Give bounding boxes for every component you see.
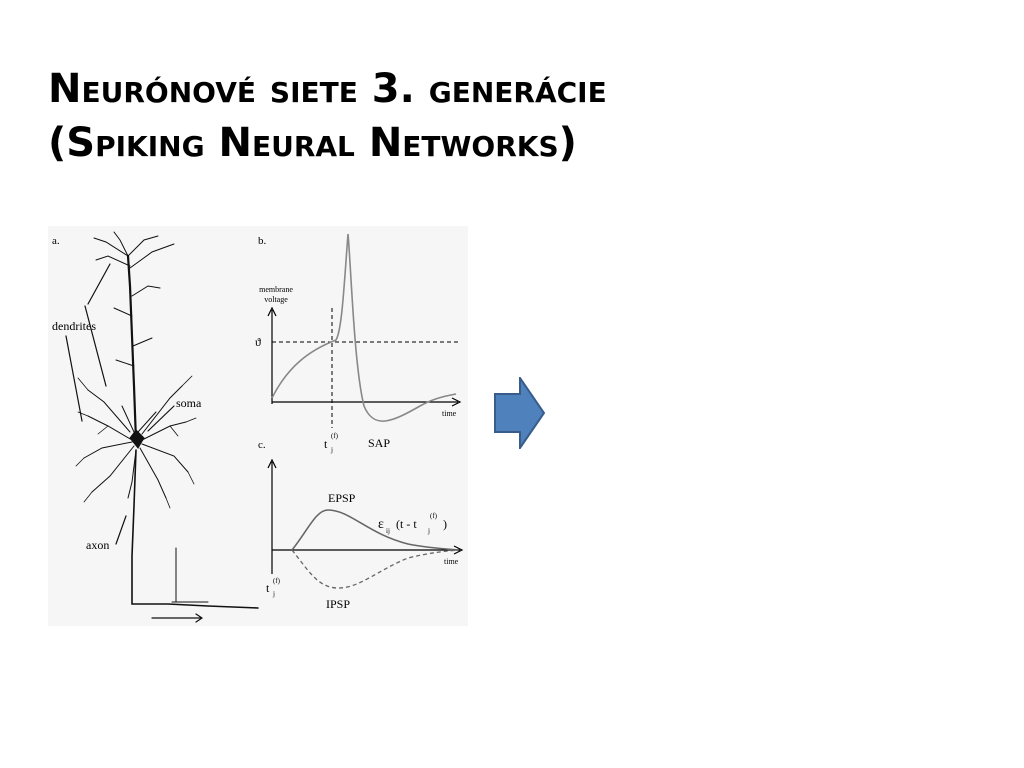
axis-y-b-arrow xyxy=(267,306,277,317)
epsp-curve xyxy=(291,509,459,551)
spike-time-c: t xyxy=(266,581,270,595)
kernel-sub-j: j xyxy=(427,527,430,535)
panel-a-label: a. xyxy=(52,235,60,247)
panel-b-label: b. xyxy=(258,235,267,247)
action-potential-curve xyxy=(271,233,457,422)
axis-y-c-arrow xyxy=(267,458,277,469)
kernel-sup-f: (f) xyxy=(430,512,438,520)
kernel-epsilon: ε xyxy=(378,517,384,532)
dendrites-pointer-3 xyxy=(65,335,83,422)
epsp-label: EPSP xyxy=(328,491,356,505)
panel-c-label: c. xyxy=(258,439,266,451)
title-line-2: (Spiking Neural Networks) xyxy=(48,120,577,166)
title-line-1: Neurónové siete 3. generácie xyxy=(48,66,607,112)
scale-bar xyxy=(171,547,209,603)
slide-title: Neurónové siete 3. generácie (Spiking Ne… xyxy=(48,62,607,170)
soma-label: soma xyxy=(176,396,202,410)
bottom-arrow xyxy=(151,613,204,623)
right-arrow-icon xyxy=(494,377,546,449)
panel-c-plot xyxy=(267,458,464,589)
ipsp-label: IPSP xyxy=(326,597,350,611)
spike-time-b-sup: (f) xyxy=(331,432,339,440)
time-label-c: time xyxy=(444,557,459,566)
axis-x-b-arrow xyxy=(451,397,462,407)
spike-time-b: t xyxy=(324,437,328,451)
kernel-args: (t - t xyxy=(396,517,417,531)
axon-fiber xyxy=(131,449,259,609)
figure-background xyxy=(48,226,468,626)
panel-b: b. membrane voltage ϑ time t j (f) SAP xyxy=(255,235,457,454)
panel-c: c. EPSP IPSP time ε ij (t - t j (f) ) t … xyxy=(258,439,459,611)
soma-body xyxy=(129,429,145,449)
right-arrow-shape xyxy=(494,377,546,449)
kernel-sub-ij: ij xyxy=(386,527,390,535)
spike-time-b-sub: j xyxy=(330,446,333,454)
spike-time-c-sub: j xyxy=(272,590,275,598)
neuron-drawing xyxy=(65,231,259,623)
dendrites-label: dendrites xyxy=(52,319,96,333)
spike-time-c-sup: (f) xyxy=(273,577,281,585)
kernel-close: ) xyxy=(443,517,447,531)
axon-label: axon xyxy=(86,538,109,552)
axis-x-c-arrow xyxy=(453,545,464,555)
apical-tuft xyxy=(93,231,175,367)
ipsp-curve xyxy=(291,549,459,589)
sap-label: SAP xyxy=(368,436,390,450)
apical-dendrite xyxy=(126,254,138,443)
panel-b-plot xyxy=(267,233,462,428)
threshold-label: ϑ xyxy=(255,335,261,349)
panel-a: a. dendrites soma axon xyxy=(52,235,202,552)
dendrites-pointer-2 xyxy=(84,305,107,387)
membrane-label: membrane xyxy=(259,285,293,294)
dendrite-twigs xyxy=(75,375,197,509)
dendrites-pointer-1 xyxy=(87,263,111,305)
soma-pointer xyxy=(147,405,175,432)
time-label-b: time xyxy=(442,409,457,418)
neuron-figure-svg: a. dendrites soma axon xyxy=(48,226,468,626)
neuron-figure: a. dendrites soma axon xyxy=(48,226,468,626)
axon-pointer xyxy=(115,515,127,545)
voltage-label: voltage xyxy=(264,295,288,304)
